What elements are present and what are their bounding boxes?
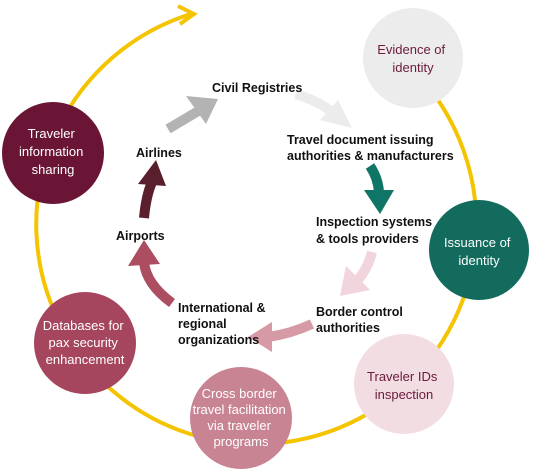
label-travel-document-issuers: Travel document issuing authorities & ma…	[287, 133, 454, 163]
node-label: Cross border travel facilitation via tra…	[193, 386, 290, 449]
node-databases-pax-security: Databases for pax security enhancement	[34, 292, 136, 394]
arrow-airlines-to-civil	[165, 96, 218, 134]
label-international-organizations: International & regional organizations	[178, 301, 269, 347]
ring-arrowhead	[177, 4, 198, 26]
arrow-intl-to-airports	[128, 240, 176, 308]
node-label: Databases for pax security enhancement	[43, 318, 128, 367]
node-label: Issuance of identity	[444, 235, 514, 268]
label-border-control: Border control authorities	[316, 305, 406, 335]
arrow-civil-to-traveldoc	[294, 89, 352, 128]
node-label: Evidence of identity	[377, 42, 449, 75]
arrow-border-to-intl	[248, 319, 315, 352]
arrow-traveldoc-to-inspection	[364, 163, 394, 214]
node-evidence-of-identity: Evidence of identity	[363, 8, 463, 108]
node-label: Traveler information sharing	[19, 126, 87, 177]
label-airports: Airports	[116, 229, 165, 243]
node-issuance-of-identity: Issuance of identity	[429, 200, 529, 300]
arrow-airports-to-airlines	[138, 160, 166, 219]
label-civil-registries: Civil Registries	[212, 81, 302, 95]
label-airlines: Airlines	[136, 146, 182, 160]
node-label: Traveler IDs inspection	[367, 369, 441, 402]
node-cross-border-travel: Cross border travel facilitation via tra…	[190, 367, 292, 469]
node-traveler-information-sharing: Traveler information sharing	[2, 102, 104, 204]
label-inspection-systems: Inspection systems & tools providers	[316, 215, 436, 246]
node-traveler-ids-inspection: Traveler IDs inspection	[354, 334, 454, 434]
arrow-inspection-to-border	[340, 250, 377, 296]
